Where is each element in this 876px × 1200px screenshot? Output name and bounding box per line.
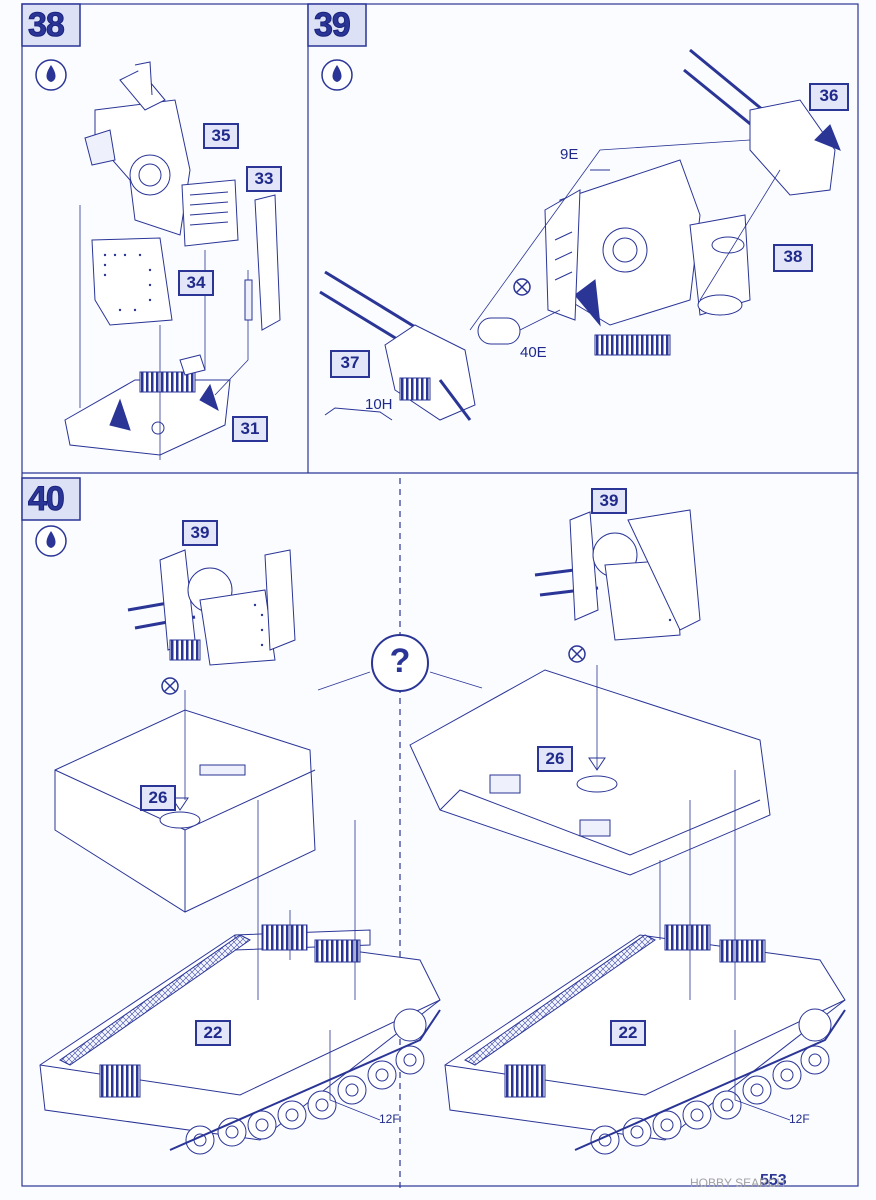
part-callout-33: 33 xyxy=(246,166,282,192)
no-glue-icon xyxy=(513,278,531,296)
step-number-40: 40 xyxy=(28,480,66,519)
part-callout-36: 36 xyxy=(809,83,849,111)
glue-drop-icon xyxy=(321,59,353,91)
part-callout-31: 31 xyxy=(232,416,268,442)
part-callout-34: 34 xyxy=(178,270,214,296)
question-icon xyxy=(317,634,483,692)
part-label-10h: 10H xyxy=(365,396,393,413)
step-38-box xyxy=(21,3,81,47)
no-glue-icon xyxy=(161,677,179,695)
no-glue-icon xyxy=(568,645,586,663)
part-label-12f-left: 12F xyxy=(379,1112,400,1126)
panel-borders xyxy=(21,3,859,1190)
part-callout-26-right: 26 xyxy=(537,746,573,772)
step-39-box xyxy=(307,3,367,47)
glue-drop-icon xyxy=(35,59,67,91)
part-callout-26-left: 26 xyxy=(140,785,176,811)
step-40-left-drawing xyxy=(39,549,441,1155)
part-label-40e: 40E xyxy=(520,344,547,361)
step-number-39: 39 xyxy=(314,6,352,45)
step-40-right-drawing xyxy=(409,509,846,1155)
part-callout-39-right: 39 xyxy=(591,488,627,514)
question-mark: ? xyxy=(389,642,411,680)
part-callout-22-left: 22 xyxy=(195,1020,231,1046)
watermark: HOBBY SEARCH xyxy=(690,1176,786,1190)
part-callout-39-left: 39 xyxy=(182,520,218,546)
product-code: 553 xyxy=(760,1172,787,1189)
step-number-38: 38 xyxy=(28,6,66,45)
part-label-12f-right: 12F xyxy=(789,1112,810,1126)
part-callout-22-right: 22 xyxy=(610,1020,646,1046)
part-callout-37: 37 xyxy=(330,350,370,378)
part-callout-38: 38 xyxy=(773,244,813,272)
step-39-drawing xyxy=(319,48,841,421)
step-38-drawing xyxy=(64,61,281,460)
glue-drop-icon xyxy=(35,525,67,557)
part-callout-35: 35 xyxy=(203,123,239,149)
step-40-box xyxy=(21,477,81,521)
part-label-9e: 9E xyxy=(560,146,579,163)
